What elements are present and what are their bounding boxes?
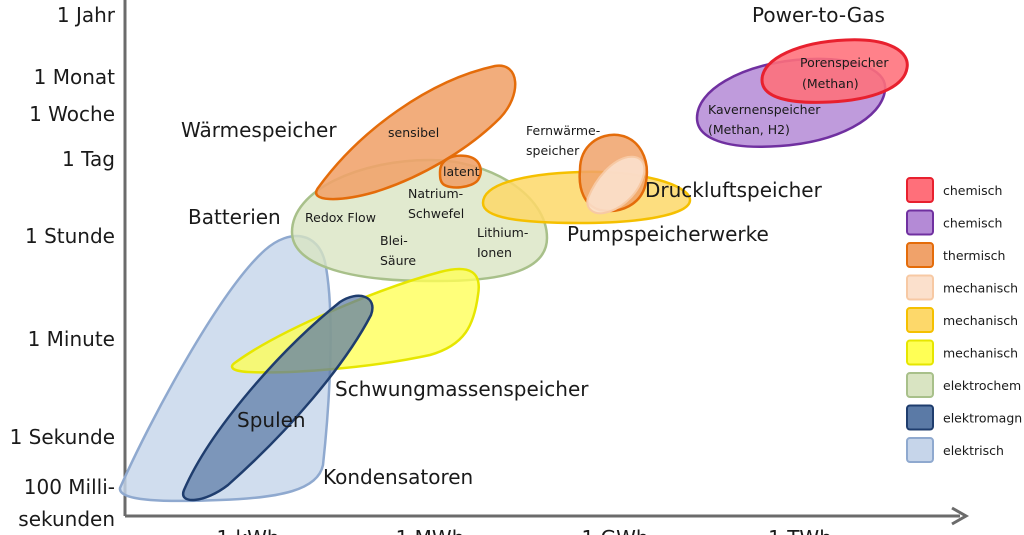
x-axis-arrow-icon: [951, 506, 970, 526]
legend-label-8: elektrisch: [943, 443, 1004, 458]
label-latent: latent: [443, 164, 480, 179]
legend-label-3: mechanisch: [943, 281, 1018, 296]
legend-label-4: mechanisch: [943, 313, 1018, 328]
legend-label-0: chemisch: [943, 183, 1002, 198]
y-tick-100-milli: 100 Milli-: [24, 475, 115, 499]
legend: chemisch chemisch thermisch mechanisch mecha…: [906, 177, 1022, 463]
y-tick-1-woche: 1 Woche: [29, 102, 115, 126]
legend-label-2: thermisch: [943, 248, 1005, 263]
label-kavernenspeicher: Kavernenspeicher: [708, 102, 821, 117]
x-tick-1-gwh: 1 GWh: [581, 526, 648, 535]
label-spulen: Spulen: [237, 408, 306, 432]
label-porenspeicher-methan: (Methan): [802, 76, 859, 91]
x-tick-1-twh: 1 TWh: [768, 526, 832, 535]
label-batterien: Batterien: [188, 205, 281, 229]
legend-swatch-2: [906, 242, 934, 268]
x-tick-1-kwh: 1 kWh: [216, 526, 279, 535]
legend-swatch-3: [906, 274, 934, 301]
label-porenspeicher: Porenspeicher: [800, 55, 889, 70]
label-druckluftspeicher: Druckluftspeicher: [645, 178, 823, 202]
label-waermespeicher: Wärmespeicher: [181, 118, 337, 142]
legend-swatch-8: [906, 437, 934, 463]
region-spulen: [181, 294, 374, 502]
legend-swatch-5: [906, 339, 934, 366]
legend-swatch-7: [906, 404, 934, 431]
label-redox-flow: Redox Flow: [305, 210, 376, 225]
label-pumpspeicherwerke: Pumpspeicherwerke: [567, 222, 769, 246]
y-tick-1-tag: 1 Tag: [62, 147, 115, 171]
y-tick-1-sekunde: 1 Sekunde: [10, 425, 115, 449]
y-tick-1-monat: 1 Monat: [34, 65, 116, 89]
y-tick-1-minute: 1 Minute: [28, 327, 115, 351]
legend-label-1: chemisch: [943, 216, 1002, 231]
label-fernwaerme: Fernwärme-: [526, 123, 600, 138]
label-lithium: Lithium-: [477, 225, 528, 240]
legend-label-6: elektrochem: [943, 378, 1021, 393]
region-druckluftspeicher: [586, 155, 646, 215]
legend-label-5: mechanisch: [943, 346, 1018, 361]
label-schwefel: Schwefel: [408, 206, 464, 221]
region-latent: [438, 154, 482, 189]
label-power-to-gas: Power-to-Gas: [752, 3, 885, 27]
region-waermespeicher-sensibel: [314, 64, 517, 201]
y-tick-1-stunde: 1 Stunde: [25, 224, 115, 248]
region-porenspeicher: [760, 38, 909, 104]
label-sensibel: sensibel: [388, 125, 439, 140]
label-blei: Blei-: [380, 233, 408, 248]
x-tick-1-mwh: 1 MWh: [396, 526, 465, 535]
label-fernwaerme-speicher: speicher: [526, 143, 580, 158]
legend-swatch-6: [906, 372, 934, 398]
label-saeure: Säure: [380, 253, 416, 268]
label-ionen: Ionen: [477, 245, 512, 260]
legend-swatch-0: [906, 177, 934, 203]
y-tick-sekunden: sekunden: [18, 507, 115, 531]
label-kavernenspeicher-methan-h2: (Methan, H2): [708, 122, 790, 137]
label-kondensatoren: Kondensatoren: [323, 465, 473, 489]
legend-label-7: elektromagn: [943, 411, 1022, 426]
legend-swatch-1: [906, 209, 934, 236]
label-schwungmassenspeicher: Schwungmassenspeicher: [335, 377, 589, 401]
legend-swatch-4: [906, 307, 934, 333]
label-natrium: Natrium-: [408, 186, 463, 201]
y-tick-1-jahr: 1 Jahr: [57, 3, 116, 27]
